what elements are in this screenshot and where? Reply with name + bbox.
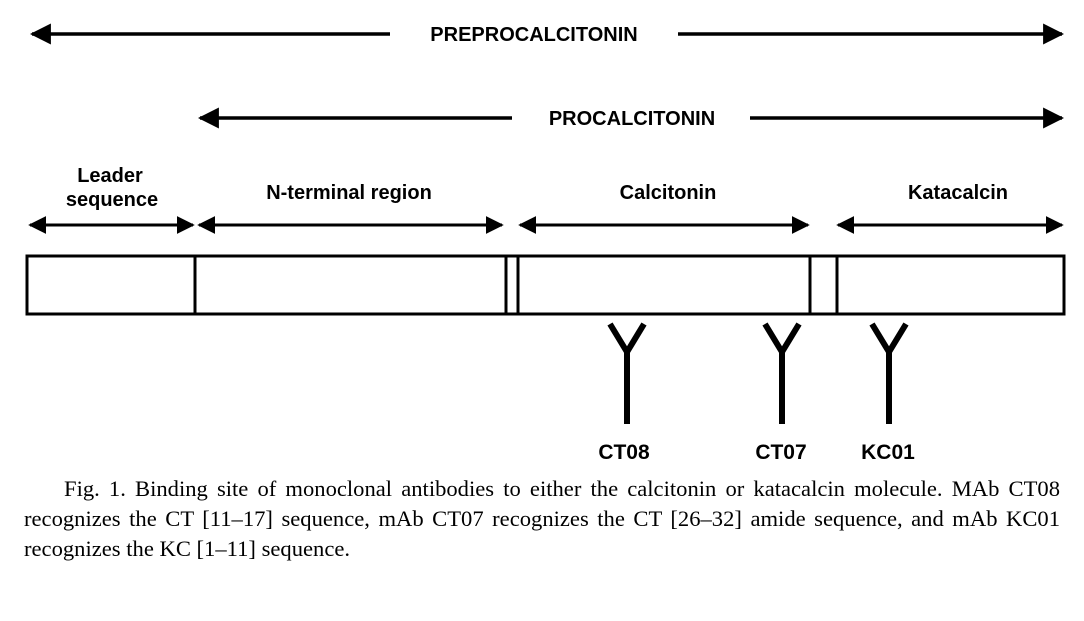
procalcitonin-label: PROCALCITONIN	[549, 108, 715, 130]
antibody-icon	[607, 322, 647, 424]
region-label-leader-line2: sequence	[66, 189, 158, 211]
segment-n-terminal	[193, 254, 508, 316]
calcitonin-gene-diagram: PREPROCALCITONIN PROCALCITONIN Leader se…	[25, 23, 1066, 464]
antibody-ct07	[762, 322, 802, 424]
region-label-katacalcin: Katacalcin	[908, 182, 1008, 204]
antibody-label-kc01: KC01	[861, 441, 915, 464]
segment-calcitonin	[516, 254, 812, 316]
segment-spacer-2	[808, 254, 839, 316]
preprocalcitonin-label: PREPROCALCITONIN	[430, 24, 637, 46]
figure-caption-text: Fig. 1. Binding site of monoclonal antib…	[24, 476, 1060, 561]
region-label-n-terminal: N-terminal region	[266, 182, 432, 204]
region-label-calcitonin: Calcitonin	[620, 182, 717, 204]
antibody-icon	[762, 322, 802, 424]
region-label-leader-line1: Leader	[77, 165, 143, 187]
procalcitonin-span: PROCALCITONIN	[197, 107, 1065, 130]
segment-katacalcin	[835, 254, 1066, 316]
segment-spacer-1	[504, 254, 520, 316]
antibody-ct08	[607, 322, 647, 424]
precursor-bar	[25, 254, 1066, 316]
figure-caption: Fig. 1. Binding site of monoclonal antib…	[24, 474, 1060, 564]
antibody-kc01	[869, 322, 909, 424]
antibody-icon	[869, 322, 909, 424]
segment-leader	[25, 254, 197, 316]
antibody-label-ct08: CT08	[598, 441, 650, 464]
preprocalcitonin-span: PREPROCALCITONIN	[29, 23, 1065, 46]
antibody-label-ct07: CT07	[755, 441, 806, 464]
